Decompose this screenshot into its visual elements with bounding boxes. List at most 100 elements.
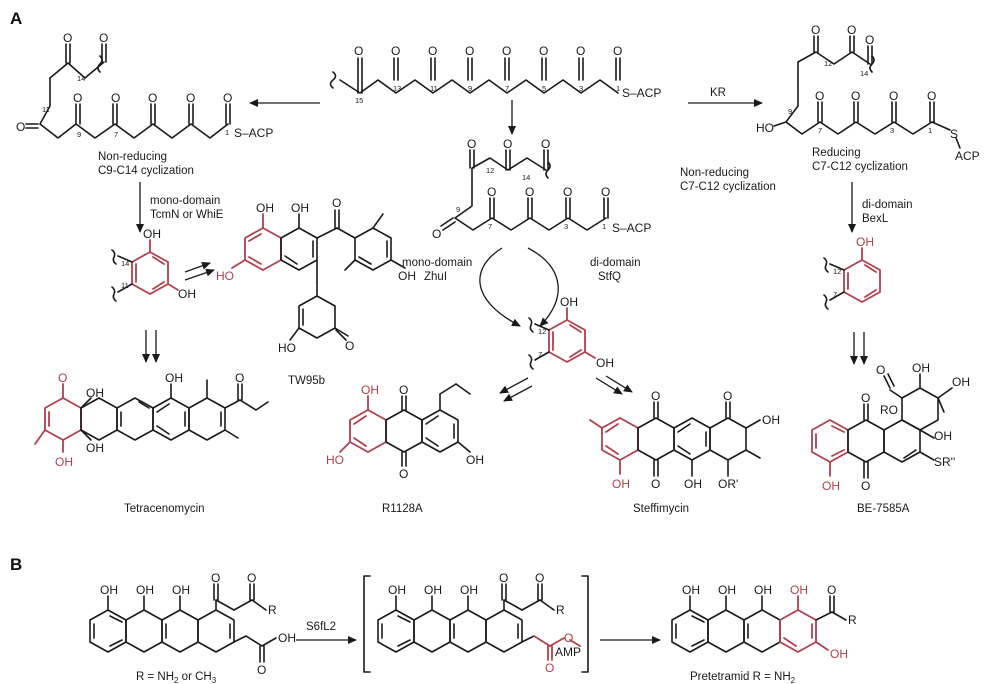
atom-o: O [428,44,437,58]
atom-oh: OH [790,583,808,597]
be7585a-label: BE-7585A [857,503,910,515]
panel-b-intermediate: OH OH OH O O R O O AMP [377,571,581,675]
atom-oh: OH [100,583,118,597]
carbon-number: 5 [542,84,546,93]
arrow-to-r1128a-2 [503,385,533,402]
atom-o: O [827,583,836,597]
middle-folded-intermediate: O O O O O O O O 12 14 9 7 3 1 S–ACP [432,137,651,241]
bracket-right [581,575,589,673]
atom-o: O [487,185,496,199]
atom-oh: OH [762,413,780,427]
atom-o: O [354,44,363,58]
tw95b-label: TW95b [288,375,325,387]
right-ho: HO [756,121,774,135]
atom-o: O [851,89,860,103]
atom-oh: OH [684,477,702,491]
steffimycin-label: Steffimycin [633,503,689,515]
atom-o: O [539,44,548,58]
carbon-number: 12 [824,59,832,68]
atom-o: O [235,371,244,385]
pretetramid-label: Pretetramid R = NH2 [690,671,796,684]
atom-o: O [545,661,554,675]
atom-o: O [651,389,660,403]
atom-oh: OH [596,356,614,370]
atom-oh: OH [86,441,104,455]
atom-oh: OH [136,583,154,597]
carbon-number: 7 [114,130,118,139]
atom-o: O [16,120,25,134]
atom-o: O [332,196,341,210]
left-folded-intermediate: O O O O O O O O 14 11 9 7 1 S–ACP [16,31,273,140]
right-folded-intermediate: O O O O O O O HO 12 14 9 7 3 1 S ACP [756,23,980,163]
carbon-number: 14 [77,74,85,83]
atom-oh: OH [424,583,442,597]
carbon-number: 1 [928,126,932,135]
right-phenol-ring: OH 12 7 [823,235,881,310]
amp-label: AMP [555,645,581,659]
arrow-to-tw95b [184,261,211,273]
arrow-to-r1128a [499,377,529,394]
panel-label-a: A [10,9,22,28]
carbon-number: 14 [522,173,530,182]
middle-label-line2: C7-C12 cyclization [680,181,776,193]
atom-o: O [535,571,544,585]
atom-oh: OH [952,375,970,389]
atom-o: O [576,44,585,58]
carbon-number: 7 [818,126,822,135]
atom-o: O [345,339,354,353]
atom-o: O [927,89,936,103]
carbon-number: 7 [505,84,509,93]
be7585a-structure: O O OH O OH OH RO OH SR'' [811,361,970,493]
arrow-to-steffimycin [595,377,623,395]
tetracenomycin-structure: O OH OH OH OH O [34,371,269,469]
atom-o: O [63,31,72,45]
thioester-s: S [950,127,958,141]
atom-oh: OH [934,429,952,443]
atom-oh: OH [388,583,406,597]
atom-o: O [99,31,108,45]
atom-o: O [399,467,408,481]
atom-oh: OH [165,371,183,385]
left-label-line2: C9-C14 cyclization [98,165,194,177]
atom-oh: OH [291,201,309,215]
carbon-number: 7 [488,222,492,231]
atom-oh: OH [278,631,296,645]
atom-or-prime: OR' [718,477,738,491]
atom-o: O [148,91,157,105]
atom-o: O [651,477,660,491]
carbon-number: 3 [579,84,583,93]
atom-oh: OH [86,386,104,400]
atom-sr: SR'' [934,455,955,469]
middle-label-line1: Non-reducing [680,167,749,179]
atom-o: O [541,137,550,151]
atom-o: O [247,571,256,585]
ring-locant: 7 [833,290,837,299]
carbon-number: 14 [860,69,868,78]
atom-oh: OH [718,583,736,597]
right-label-line1: Reducing [812,147,861,159]
atom-oh: OH [55,455,73,469]
atom-r: R [556,603,565,617]
atom-oh: OH [178,287,196,301]
ring-locant: 14 [121,259,129,268]
atom-o: O [502,44,511,58]
carbon-number: 11 [42,105,50,114]
panel-b-substrate: OH OH OH O O R O OH [89,571,296,677]
left-enzyme-line1: mono-domain [150,195,220,207]
atom-o: O [399,383,408,397]
panel-label-b: B [10,555,22,574]
atom-ho: HO [278,341,296,355]
kr-label: KR [710,87,726,99]
atom-o: O [563,185,572,199]
atom-oh: OH [256,201,274,215]
ring-locant: 7 [538,350,542,359]
atom-oh: OH [682,583,700,597]
stfq-line1: di-domain [590,257,641,269]
arrow-to-tw95b-2 [184,268,215,281]
carbon-number: 9 [456,205,460,214]
atom-oh: OH [398,269,416,283]
atom-o: O [73,91,82,105]
carbon-number: 9 [468,84,472,93]
atom-o: O [861,479,870,493]
